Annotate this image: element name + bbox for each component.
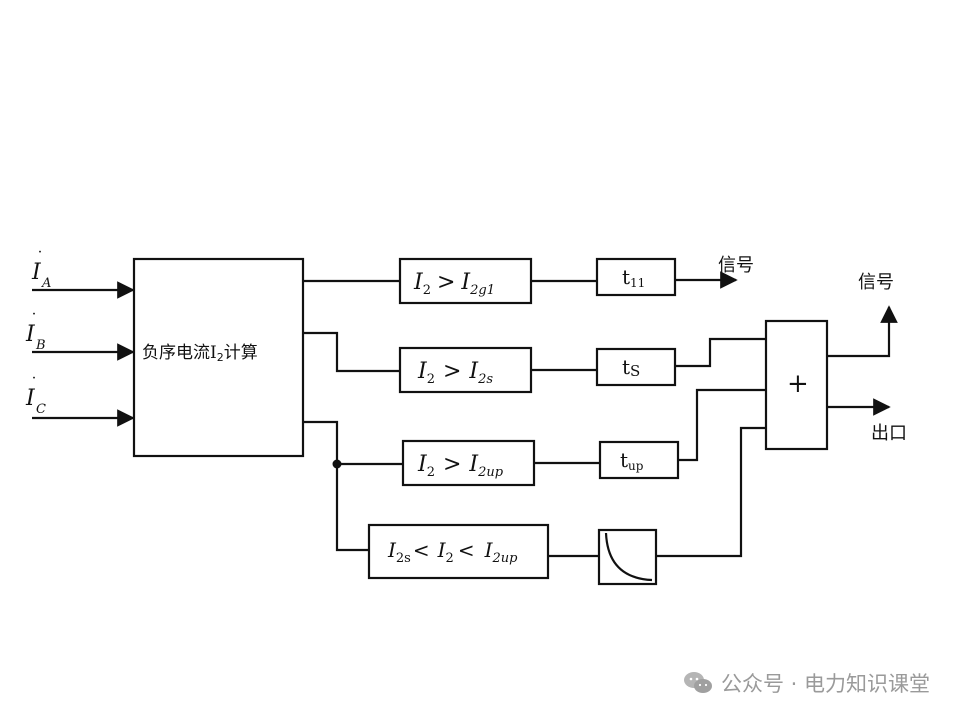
wire-calc-c3	[303, 420, 403, 466]
wire-or-signal	[827, 305, 898, 358]
svg-text:I: I	[25, 386, 36, 411]
watermark: 公众号 · 电力知识课堂	[683, 668, 930, 698]
svg-text:˙: ˙	[30, 374, 38, 393]
timer-tup	[598, 440, 680, 480]
wire-calc-c2	[303, 331, 400, 373]
wire-inverse-or	[656, 426, 766, 558]
input-ic: ˙ I C	[25, 374, 46, 417]
signal-label-top: 信号	[718, 255, 754, 276]
junction-dot	[332, 459, 342, 469]
calc-block-label: 负序电流I2计算	[142, 343, 258, 364]
svg-text:I2>I2g1: I2>I2g1	[413, 270, 495, 298]
svg-text:C: C	[36, 402, 46, 417]
watermark-text: 公众号 · 电力知识课堂	[720, 672, 930, 696]
inverse-time-block	[597, 528, 658, 586]
svg-text:I2>I2s: I2>I2s	[417, 359, 493, 387]
svg-text:B: B	[35, 338, 46, 353]
svg-text:I2s<I2<I2up: I2s<I2<I2up	[387, 538, 518, 566]
svg-text:˙: ˙	[30, 310, 38, 329]
svg-text:I: I	[31, 260, 42, 285]
comparator-range	[367, 523, 550, 580]
inverse-time-curve	[604, 532, 653, 582]
timer-t11	[595, 257, 677, 297]
input-ib: ˙ I B	[25, 310, 46, 353]
svg-text:tup: tup	[620, 448, 644, 473]
svg-text:A: A	[41, 276, 51, 291]
input-ia: ˙ I A	[31, 248, 51, 291]
signal-label-right: 信号	[858, 272, 894, 293]
svg-text:t11: t11	[622, 265, 645, 290]
or-gate	[764, 319, 829, 451]
negative-sequence-calc-block	[132, 257, 305, 458]
wire-ts-or	[675, 337, 766, 368]
svg-text:I: I	[25, 322, 36, 347]
comparator-i2g1	[398, 257, 533, 305]
trip-label: 出口	[871, 423, 907, 444]
or-gate-symbol: +	[787, 369, 809, 399]
svg-text:˙: ˙	[36, 248, 44, 267]
wire-calc-c4	[335, 464, 369, 552]
svg-text:I2>I2up: I2>I2up	[417, 452, 504, 480]
wechat-icon	[683, 672, 712, 693]
wire-tup-or	[678, 388, 766, 462]
svg-text:tS: tS	[622, 355, 640, 380]
